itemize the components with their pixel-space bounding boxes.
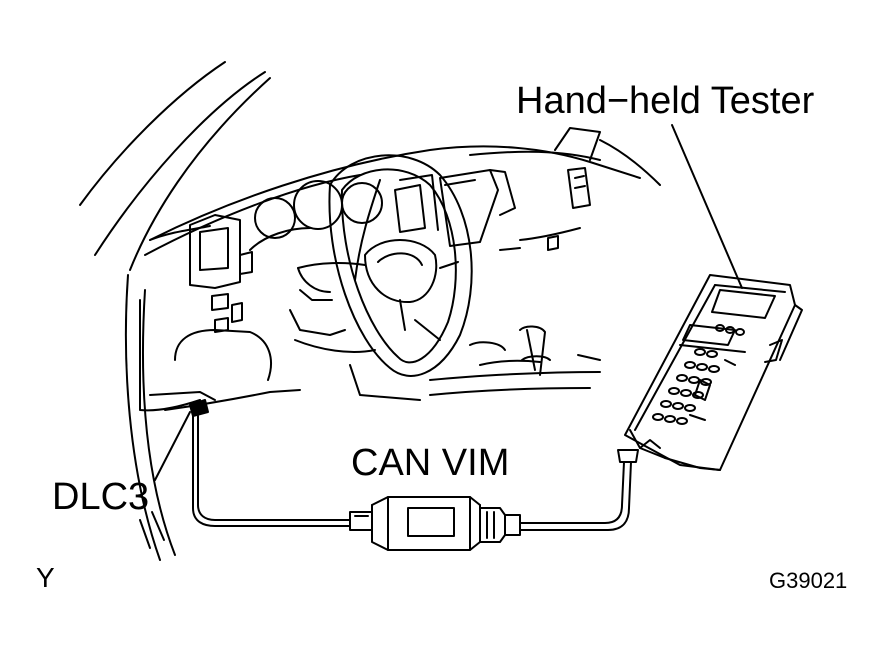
tester-keypad — [653, 325, 744, 424]
center-console — [430, 326, 600, 395]
can-vim-label: CAN VIM — [351, 442, 510, 484]
dashboard — [140, 128, 660, 410]
dlc3-leader — [155, 412, 190, 480]
dlc3-label: DLC3 — [52, 476, 150, 518]
corner-mark: Y — [36, 562, 55, 593]
hand-held-tester-label: Hand−held Tester — [516, 80, 815, 122]
tester-cable — [520, 450, 638, 530]
a-pillar — [80, 62, 270, 560]
figure-code: G39021 — [769, 568, 848, 593]
steering-column — [290, 290, 420, 400]
steering-wheel — [298, 155, 472, 376]
hand-held-tester — [625, 275, 802, 470]
can-vim-module — [350, 497, 520, 550]
tester-leader — [672, 125, 742, 288]
dlc3-connector — [190, 400, 350, 526]
